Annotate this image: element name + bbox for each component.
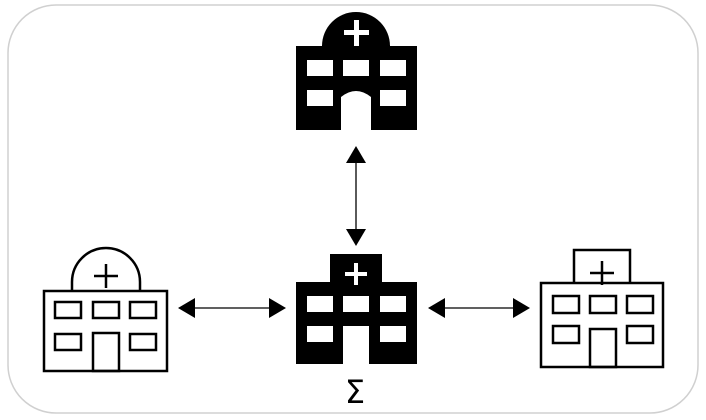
edge-left-center (178, 298, 286, 318)
arrowhead-right-icon (269, 298, 286, 318)
aggregation-sigma-label: Σ (344, 373, 366, 411)
hospital-center-icon (296, 254, 417, 364)
arrowhead-up-icon (346, 146, 366, 163)
arrowhead-down-icon (346, 229, 366, 246)
arrowhead-left-icon (428, 298, 445, 318)
arrowhead-left-icon (178, 298, 195, 318)
edge-top-center (346, 146, 366, 246)
hospital-left-icon (42, 246, 169, 373)
edge-center-right (428, 298, 530, 318)
hospital-top-icon (296, 12, 417, 130)
diagram-frame (7, 4, 699, 414)
arrowhead-right-icon (513, 298, 530, 318)
hospital-right-icon (539, 248, 665, 369)
